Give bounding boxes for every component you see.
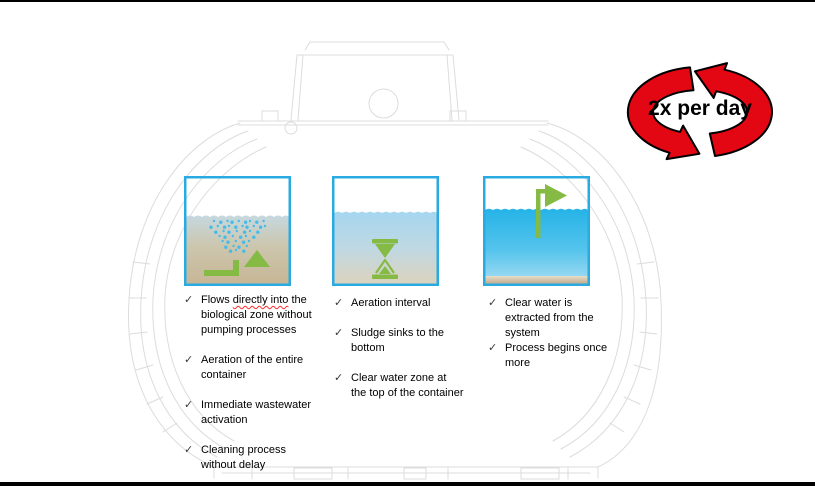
inlet-arrow-icon [204, 250, 270, 276]
list-item-text: Aeration of the entire container [201, 354, 304, 381]
stage-panel-clear-water [483, 176, 590, 286]
bottom-black-bar [0, 482, 815, 486]
list-item: ✓ Cleaning process without delay [184, 443, 312, 473]
check-icon: ✓ [184, 294, 194, 306]
stage-panel-settling [332, 176, 439, 286]
list-item-text: Sludge sinks to the bottom [351, 327, 444, 354]
check-icon: ✓ [184, 444, 194, 456]
text-part: the biological zone without pumping proc… [201, 294, 312, 336]
water-zone [485, 208, 588, 284]
list-item: ✓ Clear water zone at the top of the con… [334, 371, 464, 401]
text-part: Flows [201, 294, 233, 306]
sludge-layer [485, 276, 588, 284]
list-item: ✓ Process begins once more [488, 341, 607, 371]
panel-border [184, 176, 291, 286]
check-icon: ✓ [184, 354, 194, 366]
spellcheck-squiggle-text: directly into [232, 294, 289, 306]
check-icon: ✓ [488, 342, 498, 354]
cycle-frequency-badge: 2x per day [626, 62, 773, 161]
check-icon: ✓ [334, 327, 344, 339]
checklist-inflow: ✓ Flows directly into the biological zon… [184, 293, 312, 488]
top-black-bar [0, 0, 815, 2]
badge-label: 2x per day [648, 97, 752, 120]
check-icon: ✓ [334, 297, 344, 309]
list-item: ✓ Aeration interval [334, 296, 464, 311]
checklist-settling: ✓ Aeration interval ✓ Sludge sinks to th… [334, 296, 464, 416]
flag-icon [536, 184, 567, 238]
list-item: ✓ Flows directly into the biological zon… [184, 293, 312, 338]
cycle-arrows-icon [626, 62, 773, 161]
list-item-text: Immediate wastewater activation [201, 399, 312, 426]
checklist-clear-water: ✓ Clear water is extracted from the syst… [488, 296, 607, 371]
list-item: ✓ Aeration of the entire container [184, 353, 312, 383]
list-item: ✓ Immediate wastewater activation [184, 398, 312, 428]
hourglass-icon [372, 239, 398, 279]
list-item-text: Process begins once more [505, 342, 608, 369]
stage-panel-inflow-aeration [184, 176, 291, 286]
panel-border [332, 176, 439, 286]
check-icon: ✓ [184, 399, 194, 411]
panel-border [483, 176, 590, 286]
list-item-text: Cleaning process without delay [201, 444, 286, 471]
list-item-text: Aeration interval [351, 297, 431, 309]
check-icon: ✓ [488, 297, 498, 309]
list-item-text: Clear water zone at the top of the conta… [351, 372, 464, 399]
list-item: ✓ Sludge sinks to the bottom [334, 326, 464, 356]
list-item-text: Flows directly into the biological zone … [201, 293, 312, 338]
aeration-droplets-icon [209, 219, 267, 253]
check-icon: ✓ [334, 372, 344, 384]
list-item-text: Clear water is extracted from the system [505, 297, 594, 339]
list-item: ✓ Clear water is extracted from the syst… [488, 296, 607, 341]
